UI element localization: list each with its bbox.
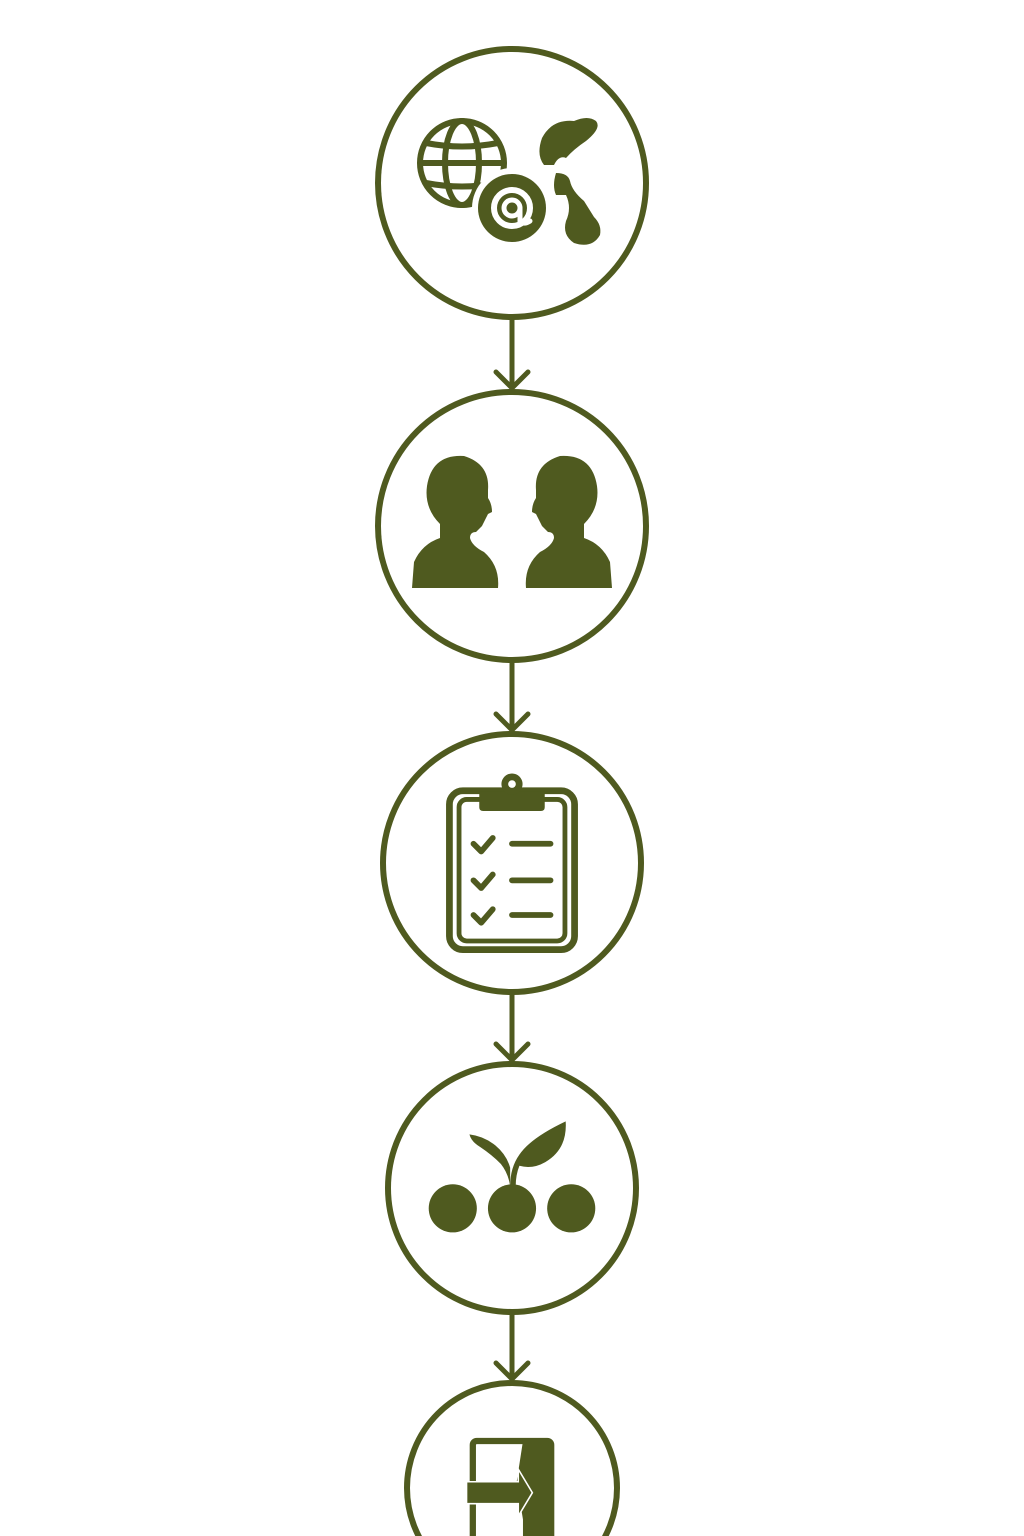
connector-arrow — [493, 992, 531, 1063]
step-node-2 — [375, 389, 649, 663]
sprout-seed-icon — [428, 1121, 596, 1233]
connector-arrow — [493, 1312, 531, 1382]
step-circle — [380, 731, 644, 995]
step-circle — [404, 1380, 620, 1536]
step-node-5 — [404, 1380, 620, 1536]
flow-connectors — [493, 317, 531, 1382]
clipboard-checklist-icon — [446, 773, 578, 954]
step-node-1 — [375, 46, 649, 320]
step-node-4 — [385, 1061, 639, 1315]
flow-steps — [375, 46, 649, 1536]
two-people-facing-icon — [412, 455, 612, 588]
door-enter-icon — [465, 1437, 555, 1536]
globe-email-phone-icon — [417, 118, 601, 248]
step-circle — [375, 389, 649, 663]
step-node-3 — [380, 731, 644, 995]
connector-arrow — [493, 660, 531, 733]
connector-arrow — [493, 317, 531, 391]
